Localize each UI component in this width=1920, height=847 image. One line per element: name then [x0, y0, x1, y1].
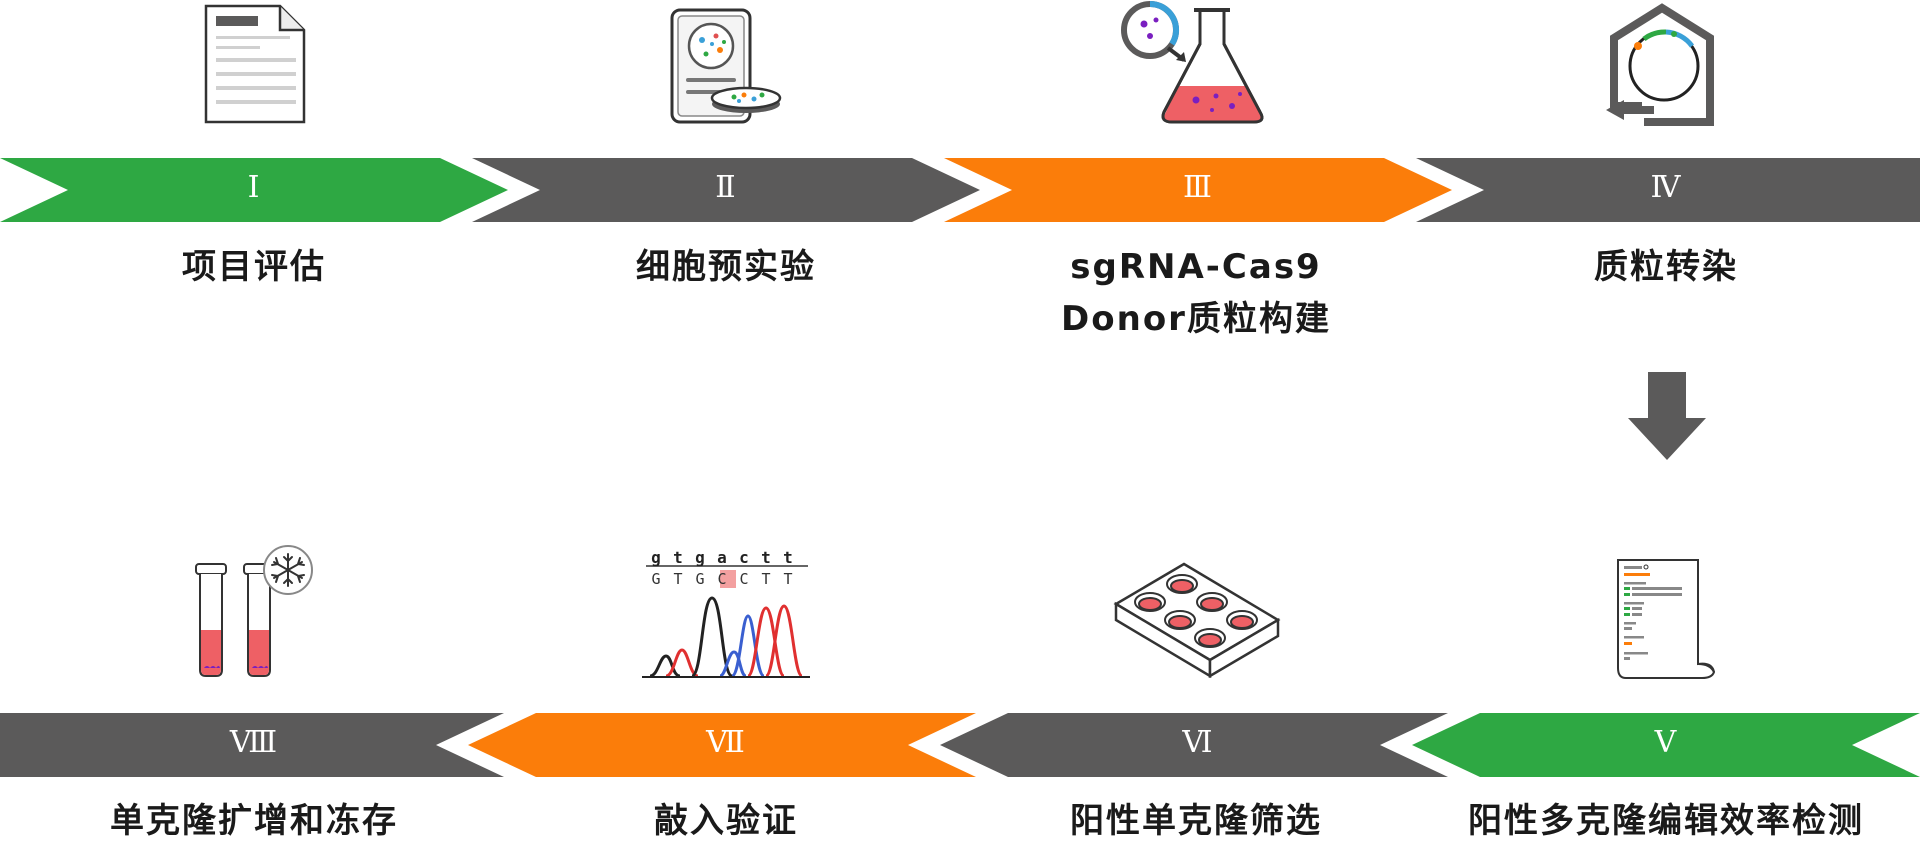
sequence-base: t: [673, 548, 683, 567]
document-icon: [204, 4, 306, 124]
step-5-chevron: [1412, 713, 1920, 777]
sequence-base: t: [783, 548, 793, 567]
flask-icon: [1121, 0, 1264, 124]
sequence-base: a: [717, 548, 727, 567]
sequence-base: t: [761, 548, 771, 567]
down-arrow-icon: [1628, 372, 1706, 460]
step-2-numeral: Ⅱ: [715, 171, 735, 204]
step-6-label: 阳性单克隆筛选: [1070, 801, 1322, 841]
step-1-numeral: Ⅰ: [247, 171, 260, 204]
step-4-numeral: Ⅳ: [1650, 171, 1681, 204]
plasmid-transfection-icon: [1606, 3, 1714, 126]
step-7-numeral: Ⅶ: [706, 726, 745, 759]
cell-culture-icon: [670, 8, 782, 124]
step-8-numeral: Ⅷ: [229, 726, 277, 759]
well-plate-icon: [1113, 562, 1281, 678]
step-2-label: 细胞预实验: [636, 247, 816, 287]
sequence-base: g: [651, 548, 661, 567]
sequence-base: T: [673, 570, 682, 588]
step-4-label: 质粒转染: [1594, 247, 1738, 287]
step-7-chevron: [468, 713, 976, 777]
step-4-chevron: [1416, 158, 1920, 222]
sequence-base: T: [783, 570, 792, 588]
step-3-numeral: Ⅲ: [1183, 171, 1212, 204]
step-6-numeral: Ⅵ: [1182, 726, 1212, 759]
step-3-chevron: [944, 158, 1452, 222]
report-icon: [1617, 559, 1716, 679]
step-1-label: 项目评估: [182, 247, 326, 287]
sequence-base: g: [695, 548, 705, 567]
step-5-label: 阳性多克隆编辑效率检测: [1468, 801, 1864, 841]
cryo-tubes-icon: [195, 545, 313, 677]
sequence-base: C: [739, 570, 748, 588]
step-8-chevron: [0, 713, 504, 777]
sequence-base: G: [651, 570, 660, 588]
sequence-base: G: [695, 570, 704, 588]
step-5-numeral: Ⅴ: [1654, 726, 1677, 759]
sequence-base: C: [717, 570, 726, 588]
step-2-chevron: [472, 158, 980, 222]
step-1-chevron: [0, 158, 508, 222]
step-6-chevron: [940, 713, 1448, 777]
sequence-base: T: [761, 570, 770, 588]
sequence-base: c: [739, 548, 749, 567]
step-8-label: 单克隆扩增和冻存: [110, 801, 398, 841]
step-7-label: 敲入验证: [654, 801, 798, 841]
